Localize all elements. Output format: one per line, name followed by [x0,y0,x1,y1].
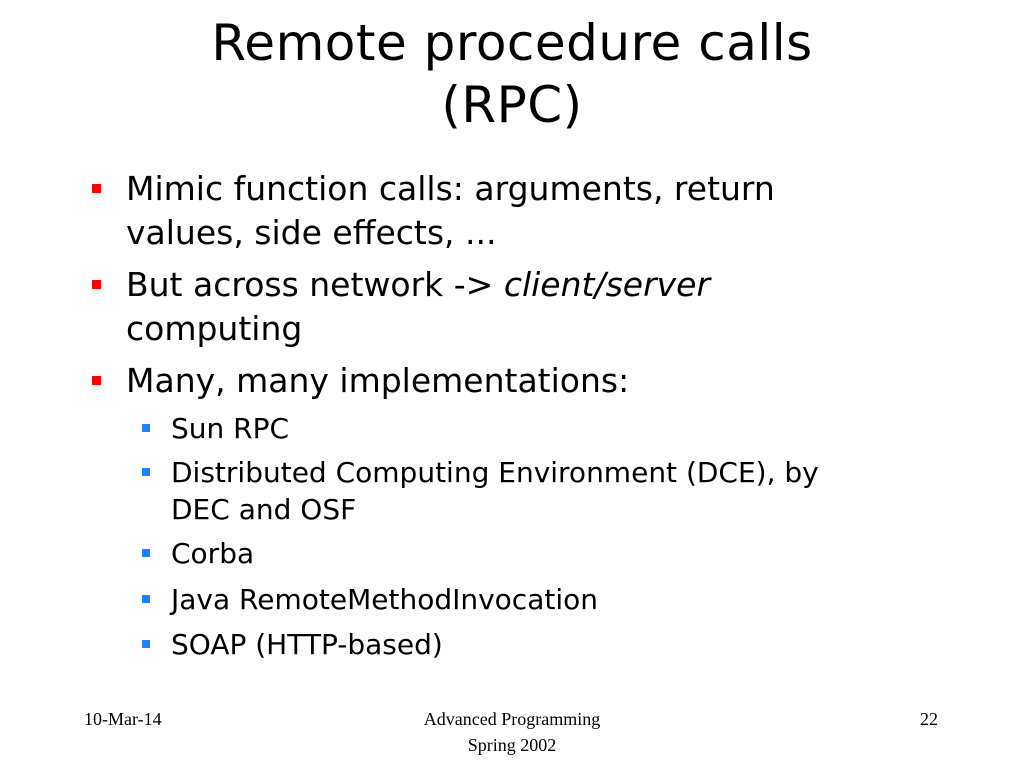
footer-date: 10-Mar-14 [84,709,162,729]
red-square-bullet-icon [92,184,101,193]
sub-bullet-text: Distributed Computing Environment (DCE),… [171,456,819,489]
footer-page-number: 22 [920,709,938,729]
bullet-text-emphasis: client/server [503,265,711,304]
bullet-text-continued: values, side effects, ... [126,213,497,252]
blue-square-bullet-icon [142,424,150,432]
slide-title-line-2: (RPC) [441,76,583,134]
sub-bullet-text: Corba [171,537,255,570]
blue-square-bullet-icon [142,468,150,476]
blue-square-bullet-icon [142,640,150,648]
slide-title: Remote procedure calls (RPC) [40,12,984,136]
bullet-list: Mimic function calls: arguments, return … [92,169,819,661]
blue-square-bullet-icon [142,549,150,557]
footer-course: Advanced Programming Spring 2002 [362,706,662,758]
slide-title-line-1: Remote procedure calls [211,14,813,72]
blue-square-bullet-icon [142,595,150,603]
footer-course-term: Spring 2002 [467,735,557,755]
bullet-text-emphasis-continued: computing [126,309,303,348]
sub-bullet-text: Sun RPC [171,412,290,445]
red-square-bullet-icon [92,376,101,385]
red-square-bullet-icon [92,280,101,289]
bullet-text: Mimic function calls: arguments, return [126,169,775,208]
sub-bullet-text-continued: DEC and OSF [171,493,357,526]
sub-bullet-text: SOAP (HTTP-based) [171,628,443,661]
footer-course-name: Advanced Programming [423,709,601,729]
bullet-text-prefix: But across network -> [126,265,504,304]
sub-bullet-text: Java RemoteMethodInvocation [171,583,598,616]
bullet-text: But across network -> client/server [126,264,710,305]
bullet-text: Many, many implementations: [126,361,630,400]
